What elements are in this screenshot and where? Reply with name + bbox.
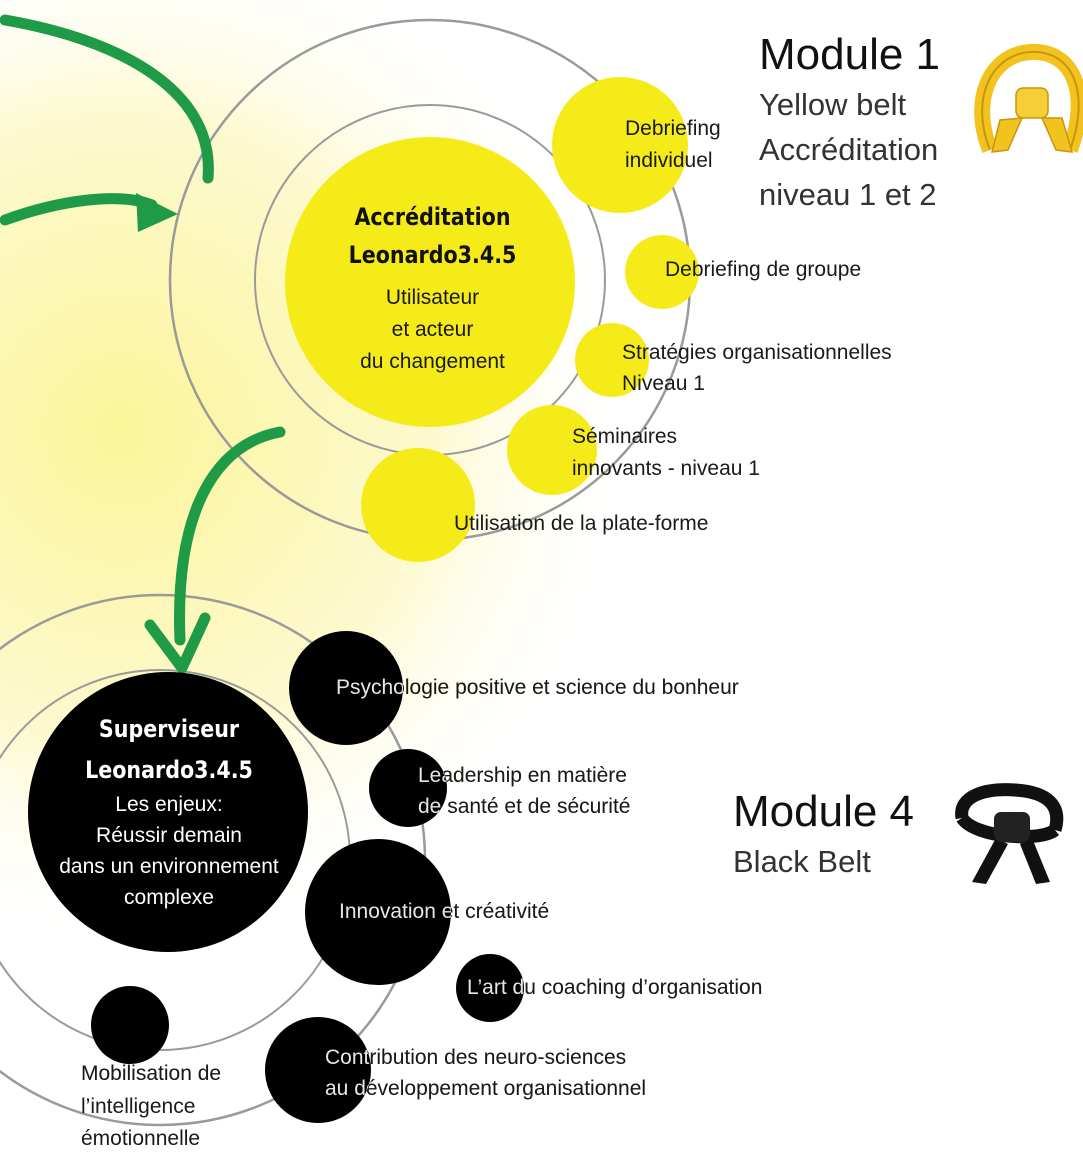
accreditation-title-line-2: Leonardo3.4.5 [348,241,517,269]
module-1-title: Module 1 [759,30,941,79]
accreditation-title-line-1: Accréditation [354,203,511,231]
item-innovation: Innovation et créativité [339,900,550,923]
item-neuro-sciences-line-1: Contribution des neuro-sciences [325,1046,627,1069]
innovation-circle [305,839,451,985]
item-seminaires-line-1: Séminaires [572,425,678,448]
item-strategies-line-2: Niveau 1 [622,372,705,395]
superviseur-center-circle [28,672,308,952]
item-debriefing-individuel-line-1: Debriefing [625,117,721,140]
leadership-circle [369,749,447,827]
item-plateforme: Utilisation de la plate-forme [454,512,709,535]
accreditation-center-circle [285,137,575,427]
superviseur-subtitle-line-1: Les enjeux: [115,793,223,816]
item-intelligence-line-3: émotionnelle [81,1127,201,1150]
module-4-line-1: Black Belt [733,844,871,879]
item-leadership-line-2: de santé et de sécurité [418,795,631,818]
green-arrow-top [0,14,214,184]
plateforme-circle [361,448,475,562]
superviseur-subtitle-line-3: dans un environnement [59,855,279,878]
item-seminaires-line-2: innovants - niveau 1 [572,457,760,480]
item-psychologie: Psychologie positive et science du bonhe… [336,676,739,699]
coaching-circle [456,954,524,1022]
item-neuro-sciences-line-2: au développement organisationnel [325,1077,647,1100]
neuro-sciences-circle [265,1017,371,1123]
black-belt-icon [955,783,1064,884]
green-arrowhead-middle [136,193,178,232]
debriefing-groupe-circle [625,235,699,309]
item-debriefing-groupe: Debriefing de groupe [665,258,862,281]
psychologie-circle [289,631,403,745]
superviseur-title-line-1: Superviseur [98,715,240,743]
module-4-title: Module 4 [733,787,915,836]
green-arrowhead-bottom [144,612,211,674]
yellow-belt-icon [974,43,1083,153]
item-leadership-line-1: Leadership en matière [418,764,627,787]
superviseur-subtitle-line-2: Réussir demain [96,824,242,847]
superviseur-title-line-2: Leonardo3.4.5 [85,756,253,784]
item-intelligence-line-1: Mobilisation de [81,1062,222,1085]
intelligence-emotionnelle-circle [91,986,169,1064]
module-1-line-1: Yellow belt [759,87,907,122]
item-debriefing-individuel-line-2: individuel [625,149,713,172]
strategies-circle [575,323,649,397]
superviseur-subtitle-line-4: complexe [124,886,214,909]
item-intelligence-line-2: l’intelligence [81,1095,196,1118]
seminaires-circle [507,405,597,495]
item-strategies-line-1: Stratégies organisationnelles [622,341,892,364]
accreditation-subtitle-line-1: Utilisateur [385,286,480,309]
accreditation-subtitle-line-3: du changement [360,350,505,373]
green-arrow-bottom [174,426,286,646]
item-coaching: L’art du coaching d’organisation [467,976,763,999]
debriefing-individuel-circle [552,77,688,213]
module-1-line-2: Accréditation [759,132,939,167]
module-1-line-3: niveau 1 et 2 [759,177,937,212]
accreditation-subtitle-line-2: et acteur [391,318,474,341]
